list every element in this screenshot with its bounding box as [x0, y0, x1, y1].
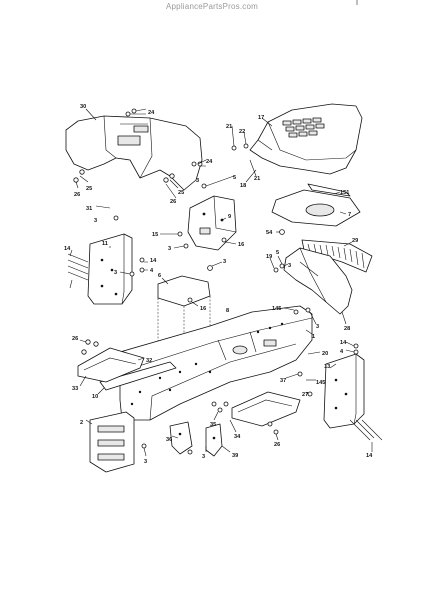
callout-29: 29 [352, 238, 358, 244]
callout-26: 26 [170, 199, 176, 205]
callout-39: 39 [232, 453, 238, 459]
callout-25: 25 [86, 186, 92, 192]
plate-151[interactable] [307, 183, 351, 197]
callout-3: 3 [144, 459, 147, 465]
callout-26: 26 [72, 336, 78, 342]
callout-3: 3 [94, 218, 97, 224]
callout-33: 33 [72, 386, 78, 392]
callout-24: 24 [206, 159, 213, 165]
callout-31: 31 [86, 206, 92, 212]
main-frame[interactable] [119, 305, 313, 421]
callout-145: 145 [316, 380, 325, 386]
callout-37: 37 [280, 378, 286, 384]
dash-bracket[interactable] [187, 195, 237, 251]
springs-right[interactable] [349, 419, 383, 441]
callout-151: 151 [340, 190, 349, 196]
callout-17: 17 [258, 115, 264, 121]
callout-3: 3 [114, 270, 117, 276]
callout-14: 14 [150, 258, 157, 264]
callout-3: 3 [168, 246, 171, 252]
bracket-36[interactable] [169, 421, 193, 455]
left-side-panel[interactable] [87, 233, 133, 305]
callout-4: 4 [340, 349, 344, 355]
fasteners [73, 108, 359, 455]
callout-26: 26 [74, 192, 80, 198]
callout-10: 10 [92, 394, 98, 400]
callout-5: 5 [276, 250, 279, 256]
callout-4: 4 [150, 268, 154, 274]
callout-36: 36 [166, 437, 172, 443]
corner-tick [356, 0, 358, 5]
watermark: AppliancePartsPros.com [166, 2, 258, 11]
callout-34: 34 [234, 434, 241, 440]
callout-20: 20 [322, 351, 328, 357]
springs-left[interactable] [67, 253, 89, 281]
hood-base-plate[interactable] [271, 189, 361, 227]
callout-54: 54 [266, 230, 273, 236]
hood[interactable] [249, 103, 363, 175]
callout-13: 13 [324, 364, 330, 370]
front-lower-panel[interactable] [89, 411, 135, 473]
callout-145: 145 [272, 306, 281, 312]
callout-labels: 30 24 24 25 26 31 25 26 3 21 22 17 21 18… [64, 104, 373, 465]
left-footrest[interactable] [77, 347, 145, 383]
hood-grille-vents [282, 117, 325, 138]
callout-6: 6 [158, 273, 161, 279]
callout-11: 11 [102, 241, 108, 247]
callout-14: 14 [340, 340, 347, 346]
fender-panel[interactable] [65, 115, 203, 191]
right-side-panel[interactable] [323, 353, 365, 429]
callout-21: 21 [254, 176, 260, 182]
callout-25: 25 [178, 190, 184, 196]
callout-26: 26 [274, 442, 280, 448]
front-panel[interactable] [283, 247, 353, 315]
callout-16: 16 [200, 306, 206, 312]
callout-9: 9 [228, 214, 231, 220]
callout-14: 14 [64, 246, 71, 252]
callout-3: 3 [196, 178, 199, 184]
callout-15: 15 [152, 232, 158, 238]
callout-8: 8 [226, 308, 229, 314]
callout-35: 35 [210, 422, 216, 428]
callout-27: 27 [302, 392, 308, 398]
right-footrest[interactable] [231, 391, 301, 427]
callout-18: 18 [240, 183, 246, 189]
callout-24: 24 [148, 110, 155, 116]
callout-30: 30 [80, 104, 86, 110]
callout-14: 14 [366, 453, 373, 459]
callout-3: 3 [316, 324, 319, 330]
callout-3: 3 [288, 263, 291, 269]
leader-lines [69, 108, 373, 457]
callout-22: 22 [239, 129, 245, 135]
callout-5: 5 [233, 175, 236, 181]
bracket-39[interactable] [205, 423, 223, 457]
callout-28: 28 [344, 326, 350, 332]
callout-1: 1 [312, 334, 315, 340]
callout-19: 19 [266, 254, 272, 260]
frame-rail[interactable] [99, 361, 177, 391]
callout-2: 2 [80, 420, 83, 426]
callout-3: 3 [202, 454, 205, 460]
callout-7: 7 [348, 212, 351, 218]
callout-3: 3 [223, 259, 226, 265]
callout-16: 16 [238, 242, 244, 248]
battery-tray[interactable] [157, 275, 211, 356]
callout-32: 32 [146, 358, 152, 364]
callout-21: 21 [226, 124, 232, 130]
